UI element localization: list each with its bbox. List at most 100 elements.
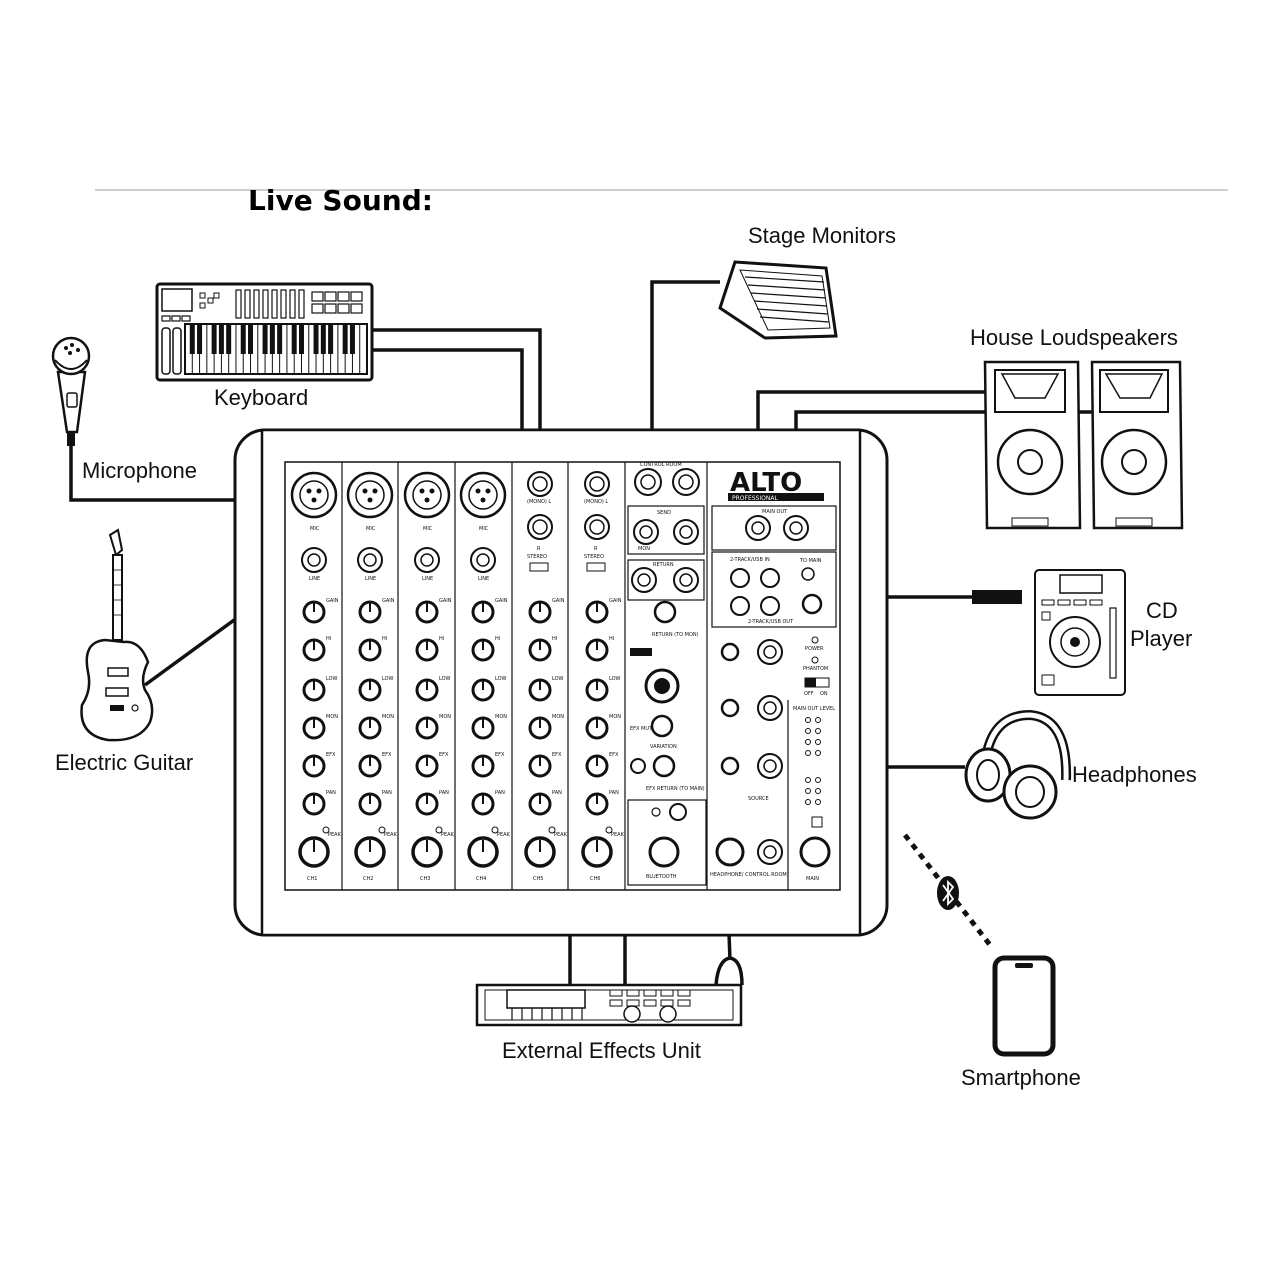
diagram-title: Live Sound:: [248, 184, 433, 217]
line-label: LINE: [309, 576, 320, 582]
knob-label: PAN: [552, 790, 562, 796]
peak-label: PEAK: [554, 832, 568, 838]
knob-label: MON: [552, 714, 564, 720]
black-key: [313, 324, 319, 354]
knob-label: GAIN: [326, 598, 339, 604]
mixer: MICLINEGAINHILOWMONEFXPANPEAKCH1MICLINEG…: [233, 428, 889, 937]
xlr-pin: [475, 488, 481, 494]
cd-player-label-1: CD: [1146, 598, 1178, 623]
knob-label: GAIN: [552, 598, 565, 604]
svg-text:PROFESSIONAL: PROFESSIONAL: [732, 495, 778, 502]
knob-label: HI: [382, 636, 387, 642]
svg-text:(MONO) L: (MONO) L: [584, 499, 608, 505]
svg-text:SOURCE: SOURCE: [748, 796, 769, 802]
keyboard-cable-left: [372, 328, 542, 440]
peak-label: PEAK: [384, 832, 398, 838]
svg-text:EFX RETURN (TO MAIN): EFX RETURN (TO MAIN): [646, 786, 705, 792]
svg-text:BLUETOOTH: BLUETOOTH: [646, 874, 677, 880]
svg-text:STEREO: STEREO: [584, 554, 604, 560]
svg-text:TO MAIN: TO MAIN: [799, 558, 822, 564]
knob-label: EFX: [552, 752, 562, 758]
knob-label: LOW: [439, 676, 451, 682]
black-key: [298, 324, 304, 354]
peak-led: [322, 826, 330, 834]
svg-text:R: R: [594, 546, 598, 552]
plug: [972, 590, 1022, 604]
black-key: [226, 324, 232, 354]
xlr-pin: [367, 497, 373, 503]
svg-text:POWER: POWER: [805, 646, 824, 652]
peak-label: PEAK: [441, 832, 455, 838]
main-section: ALTO PROFESSIONAL MAIN OUT 2-TRACK/USB I…: [710, 468, 837, 882]
stereo-inputs: (MONO) L (MONO) L R R STEREO STEREO: [527, 471, 610, 572]
headphones-label: Headphones: [1072, 762, 1197, 787]
svg-text:MAIN OUT LEVEL: MAIN OUT LEVEL: [793, 706, 835, 712]
electric-guitar-label: Electric Guitar: [55, 750, 193, 775]
xlr-input-inner: [299, 480, 329, 510]
svg-text:MAIN: MAIN: [806, 876, 819, 882]
xlr-pin: [316, 488, 322, 494]
knob-label: PAN: [439, 790, 449, 796]
peak-led: [378, 826, 386, 834]
svg-text:ON: ON: [820, 691, 828, 697]
svg-text:(MONO) L: (MONO) L: [527, 499, 551, 505]
peak-led: [435, 826, 443, 834]
knob-label: LOW: [552, 676, 564, 682]
svg-text:2-TRACK/USB OUT: 2-TRACK/USB OUT: [748, 619, 794, 625]
line-jack-inner: [307, 553, 321, 567]
knob-label: PAN: [495, 790, 505, 796]
keyboard-icon: [155, 282, 374, 382]
xlr-input-inner: [468, 480, 498, 510]
electric-guitar-icon: [80, 528, 154, 742]
black-key: [277, 324, 283, 354]
speaker-right: [1090, 360, 1184, 530]
headphones-icon: [964, 709, 1072, 820]
xlr-pin: [429, 488, 435, 494]
peak-led: [548, 826, 556, 834]
mic-label: MIC: [366, 526, 376, 532]
mic-label: MIC: [310, 526, 320, 532]
stage-monitors-label: Stage Monitors: [748, 223, 896, 248]
knob-label: EFX: [439, 752, 449, 758]
knob-label: MON: [495, 714, 507, 720]
knob-label: EFX: [495, 752, 505, 758]
knob-label: PAN: [609, 790, 619, 796]
xlr-pin: [362, 488, 368, 494]
black-key: [240, 324, 246, 354]
line-jack-inner: [363, 553, 377, 567]
stage-monitor-icon: [718, 260, 838, 340]
knob-label: GAIN: [439, 598, 452, 604]
svg-text:2-TRACK/USB IN: 2-TRACK/USB IN: [730, 557, 770, 563]
black-key: [342, 324, 348, 354]
knob-label: PAN: [326, 790, 336, 796]
black-key: [211, 324, 217, 354]
knob-label: HI: [439, 636, 444, 642]
svg-text:MAIN OUT: MAIN OUT: [762, 509, 788, 515]
knob-label: LOW: [495, 676, 507, 682]
peak-label: PEAK: [328, 832, 342, 838]
line-jack-inner: [476, 553, 490, 567]
channel-label: CH1: [307, 876, 317, 882]
knob-label: HI: [495, 636, 500, 642]
peak-led: [605, 826, 613, 834]
cd-player-icon: [1034, 569, 1126, 696]
cd-player-label-2: Player: [1130, 626, 1192, 651]
knob-label: EFX: [609, 752, 619, 758]
knob-label: HI: [326, 636, 331, 642]
black-key: [320, 324, 326, 354]
knob-label: EFX: [326, 752, 336, 758]
microphone-cable: [69, 445, 255, 502]
knob-label: HI: [609, 636, 614, 642]
microphone-label: Microphone: [82, 458, 197, 483]
xlr-pin: [372, 488, 378, 494]
xlr-pin: [419, 488, 425, 494]
xlr-input-inner: [412, 480, 442, 510]
svg-text:STEREO: STEREO: [527, 554, 547, 560]
svg-text:MON: MON: [638, 546, 650, 552]
knob-label: LOW: [382, 676, 394, 682]
svg-text:OFF: OFF: [804, 691, 814, 697]
